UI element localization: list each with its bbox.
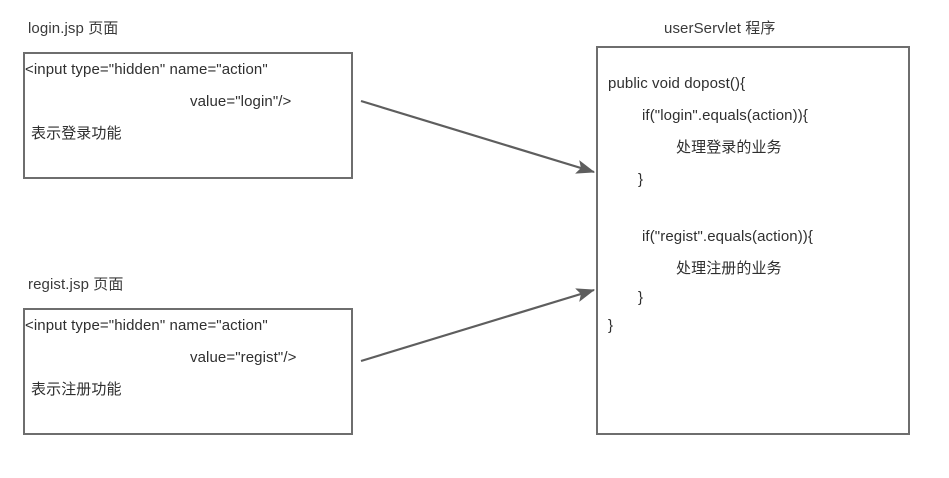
servlet-code-line-3: 处理登录的业务: [676, 138, 782, 156]
regist-input-tag-line1: <input type="hidden" name="action": [25, 317, 268, 334]
arrow-login-to-servlet: [360, 99, 596, 174]
login-input-tag-line1: <input type="hidden" name="action": [25, 61, 268, 78]
regist-input-tag-line2: value="regist"/>: [190, 349, 297, 366]
login-page-caption: login.jsp 页面: [28, 20, 119, 37]
regist-page-caption: regist.jsp 页面: [28, 276, 124, 293]
arrow-regist-to-servlet: [360, 288, 596, 363]
servlet-program-caption: userServlet 程序: [664, 20, 776, 37]
servlet-code-line-8: }: [608, 317, 614, 334]
servlet-code-line-1: public void dopost(){: [608, 75, 746, 92]
login-jsp-box: [23, 52, 353, 179]
regist-description-text: 表示注册功能: [31, 380, 122, 398]
regist-jsp-box: [23, 308, 353, 435]
servlet-code-line-4: }: [638, 171, 644, 188]
servlet-code-line-5: if("regist".equals(action)){: [642, 228, 814, 245]
login-input-tag-line2: value="login"/>: [190, 93, 292, 110]
user-servlet-box: [596, 46, 910, 435]
servlet-code-line-6: 处理注册的业务: [676, 259, 782, 277]
login-description-text: 表示登录功能: [31, 124, 122, 142]
servlet-code-line-2: if("login".equals(action)){: [642, 107, 808, 124]
servlet-code-line-7: }: [638, 289, 644, 306]
